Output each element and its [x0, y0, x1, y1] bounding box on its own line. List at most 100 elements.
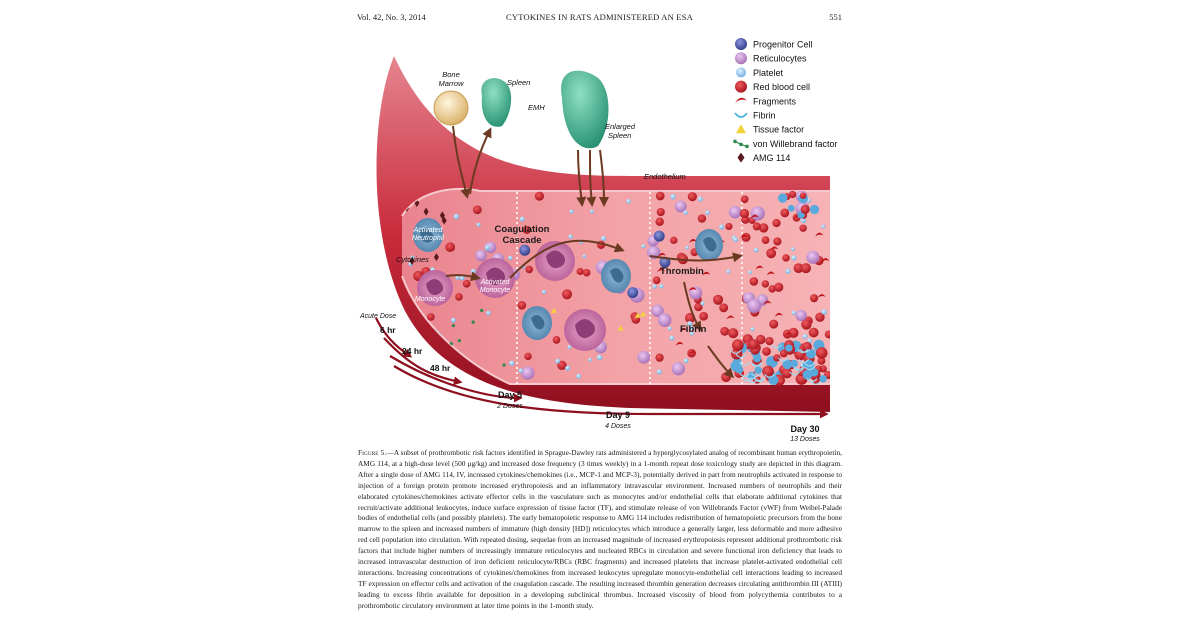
amg-114 [409, 257, 415, 266]
red-blood-cell [719, 303, 729, 313]
red-blood-cell [739, 208, 750, 219]
thrombus-fibrin [804, 362, 816, 367]
timepoint-day5-doses: 2 Doses [496, 403, 523, 410]
red-blood-cell [652, 276, 661, 285]
platelet [519, 216, 525, 222]
red-blood-cell [552, 336, 561, 344]
thrombus-platelet [748, 339, 759, 350]
thrombus-fibrin [797, 349, 809, 354]
red-blood-cell [761, 280, 770, 288]
thrombus-fibrin [764, 373, 775, 378]
platelet [652, 284, 657, 289]
platelet [726, 269, 731, 274]
figure-caption: Figure 5.—A subset of prothrombotic risk… [358, 448, 842, 612]
tissue-factor [617, 325, 624, 331]
thrombus-platelet [781, 368, 793, 379]
fragment [774, 312, 783, 317]
fragment [821, 258, 830, 262]
fragment [784, 332, 793, 336]
platelet [567, 345, 572, 350]
platelet [589, 209, 594, 214]
thrombus-fibrin [735, 353, 747, 358]
amg-114-icon [737, 152, 745, 163]
red-blood-cell [788, 327, 799, 338]
platelet [476, 222, 481, 227]
thrombus-fibrin [804, 366, 816, 371]
platelet [802, 333, 808, 340]
red-blood-cell [525, 265, 534, 274]
red-blood-cell [780, 208, 790, 218]
thrombus-fibrin [754, 378, 765, 383]
thrombus-platelet [817, 356, 826, 365]
timepoint-48hr: 48 hr [430, 363, 451, 373]
endothelium-label: Endothelium [644, 172, 686, 181]
thrombus-platelet [782, 359, 793, 370]
red-blood-cell [782, 254, 790, 262]
thrombus-platelet [787, 204, 795, 212]
progenitor-cell-icon [735, 38, 747, 50]
thrombus-fibrin [806, 378, 818, 383]
running-title: CYTOKINES IN RATS ADMINISTERED AN ESA [506, 12, 693, 22]
thrombus-fibrin [793, 365, 805, 370]
platelet [641, 244, 646, 249]
red-blood-cell [472, 205, 482, 215]
running-header: Vol. 42, No. 3, 2014 CYTOKINES IN RATS A… [357, 12, 842, 26]
von-willebrand-factor [471, 320, 475, 324]
legend-label: Reticulocytes [753, 54, 807, 64]
thrombus-platelet [777, 378, 785, 386]
red-blood-cell [801, 263, 812, 274]
platelet [697, 196, 703, 202]
reticulocyte [651, 304, 664, 317]
fragment [750, 214, 759, 219]
timepoint-24hr: 24 hr [402, 346, 423, 356]
red-blood-cell [801, 319, 812, 330]
red-blood-cell [752, 222, 761, 231]
fragment [770, 246, 779, 251]
red-blood-cell [755, 334, 766, 345]
reticulocyte [689, 286, 703, 300]
monocyte-label: Monocyte [415, 296, 445, 303]
tissue-factor [634, 312, 641, 318]
reticulocyte [806, 250, 820, 264]
reticulocyte [671, 362, 685, 376]
red-blood-cell [808, 327, 819, 338]
platelet-icon [736, 67, 746, 78]
platelet [667, 326, 672, 331]
thrombus-cluster [730, 190, 828, 386]
red-blood-cell [761, 236, 770, 245]
platelet [596, 354, 603, 361]
progenitor-cell [627, 287, 639, 299]
red-blood-cell [799, 224, 807, 232]
thrombus-platelet [788, 190, 797, 199]
red-blood-cell [774, 282, 784, 292]
legend-label: von Willebrand factor [753, 139, 838, 149]
von-willebrand-factor [480, 308, 484, 313]
amg-114 [439, 211, 445, 220]
tissue-factor [550, 307, 557, 313]
thrombus-fibrin [793, 367, 805, 372]
platelet [785, 268, 791, 274]
platelet [600, 235, 607, 241]
platelet [518, 368, 524, 373]
fragment [688, 350, 697, 355]
legend-label: Tissue factor [753, 125, 804, 135]
timepoint-6hr: 6 hr [380, 325, 396, 335]
spleen-organ [481, 78, 512, 127]
thrombus-fibrin [751, 361, 762, 366]
platelet [669, 335, 675, 341]
red-blood-cell [740, 195, 749, 204]
platelet [750, 327, 755, 332]
red-blood-cell [741, 232, 751, 242]
platelet [791, 310, 797, 316]
thrombus-platelet [785, 344, 793, 352]
red-blood-cell [576, 267, 584, 276]
thrombus-platelet [799, 192, 807, 199]
thrombus-platelet [809, 204, 820, 215]
red-blood-cell [713, 294, 724, 305]
thrombin-label: Thrombin [660, 266, 704, 277]
figure-caption-text: —A subset of prothrombotic risk factors … [358, 448, 842, 610]
fragment [679, 327, 688, 332]
red-blood-cell [670, 236, 678, 245]
thrombus-platelet [800, 204, 810, 214]
